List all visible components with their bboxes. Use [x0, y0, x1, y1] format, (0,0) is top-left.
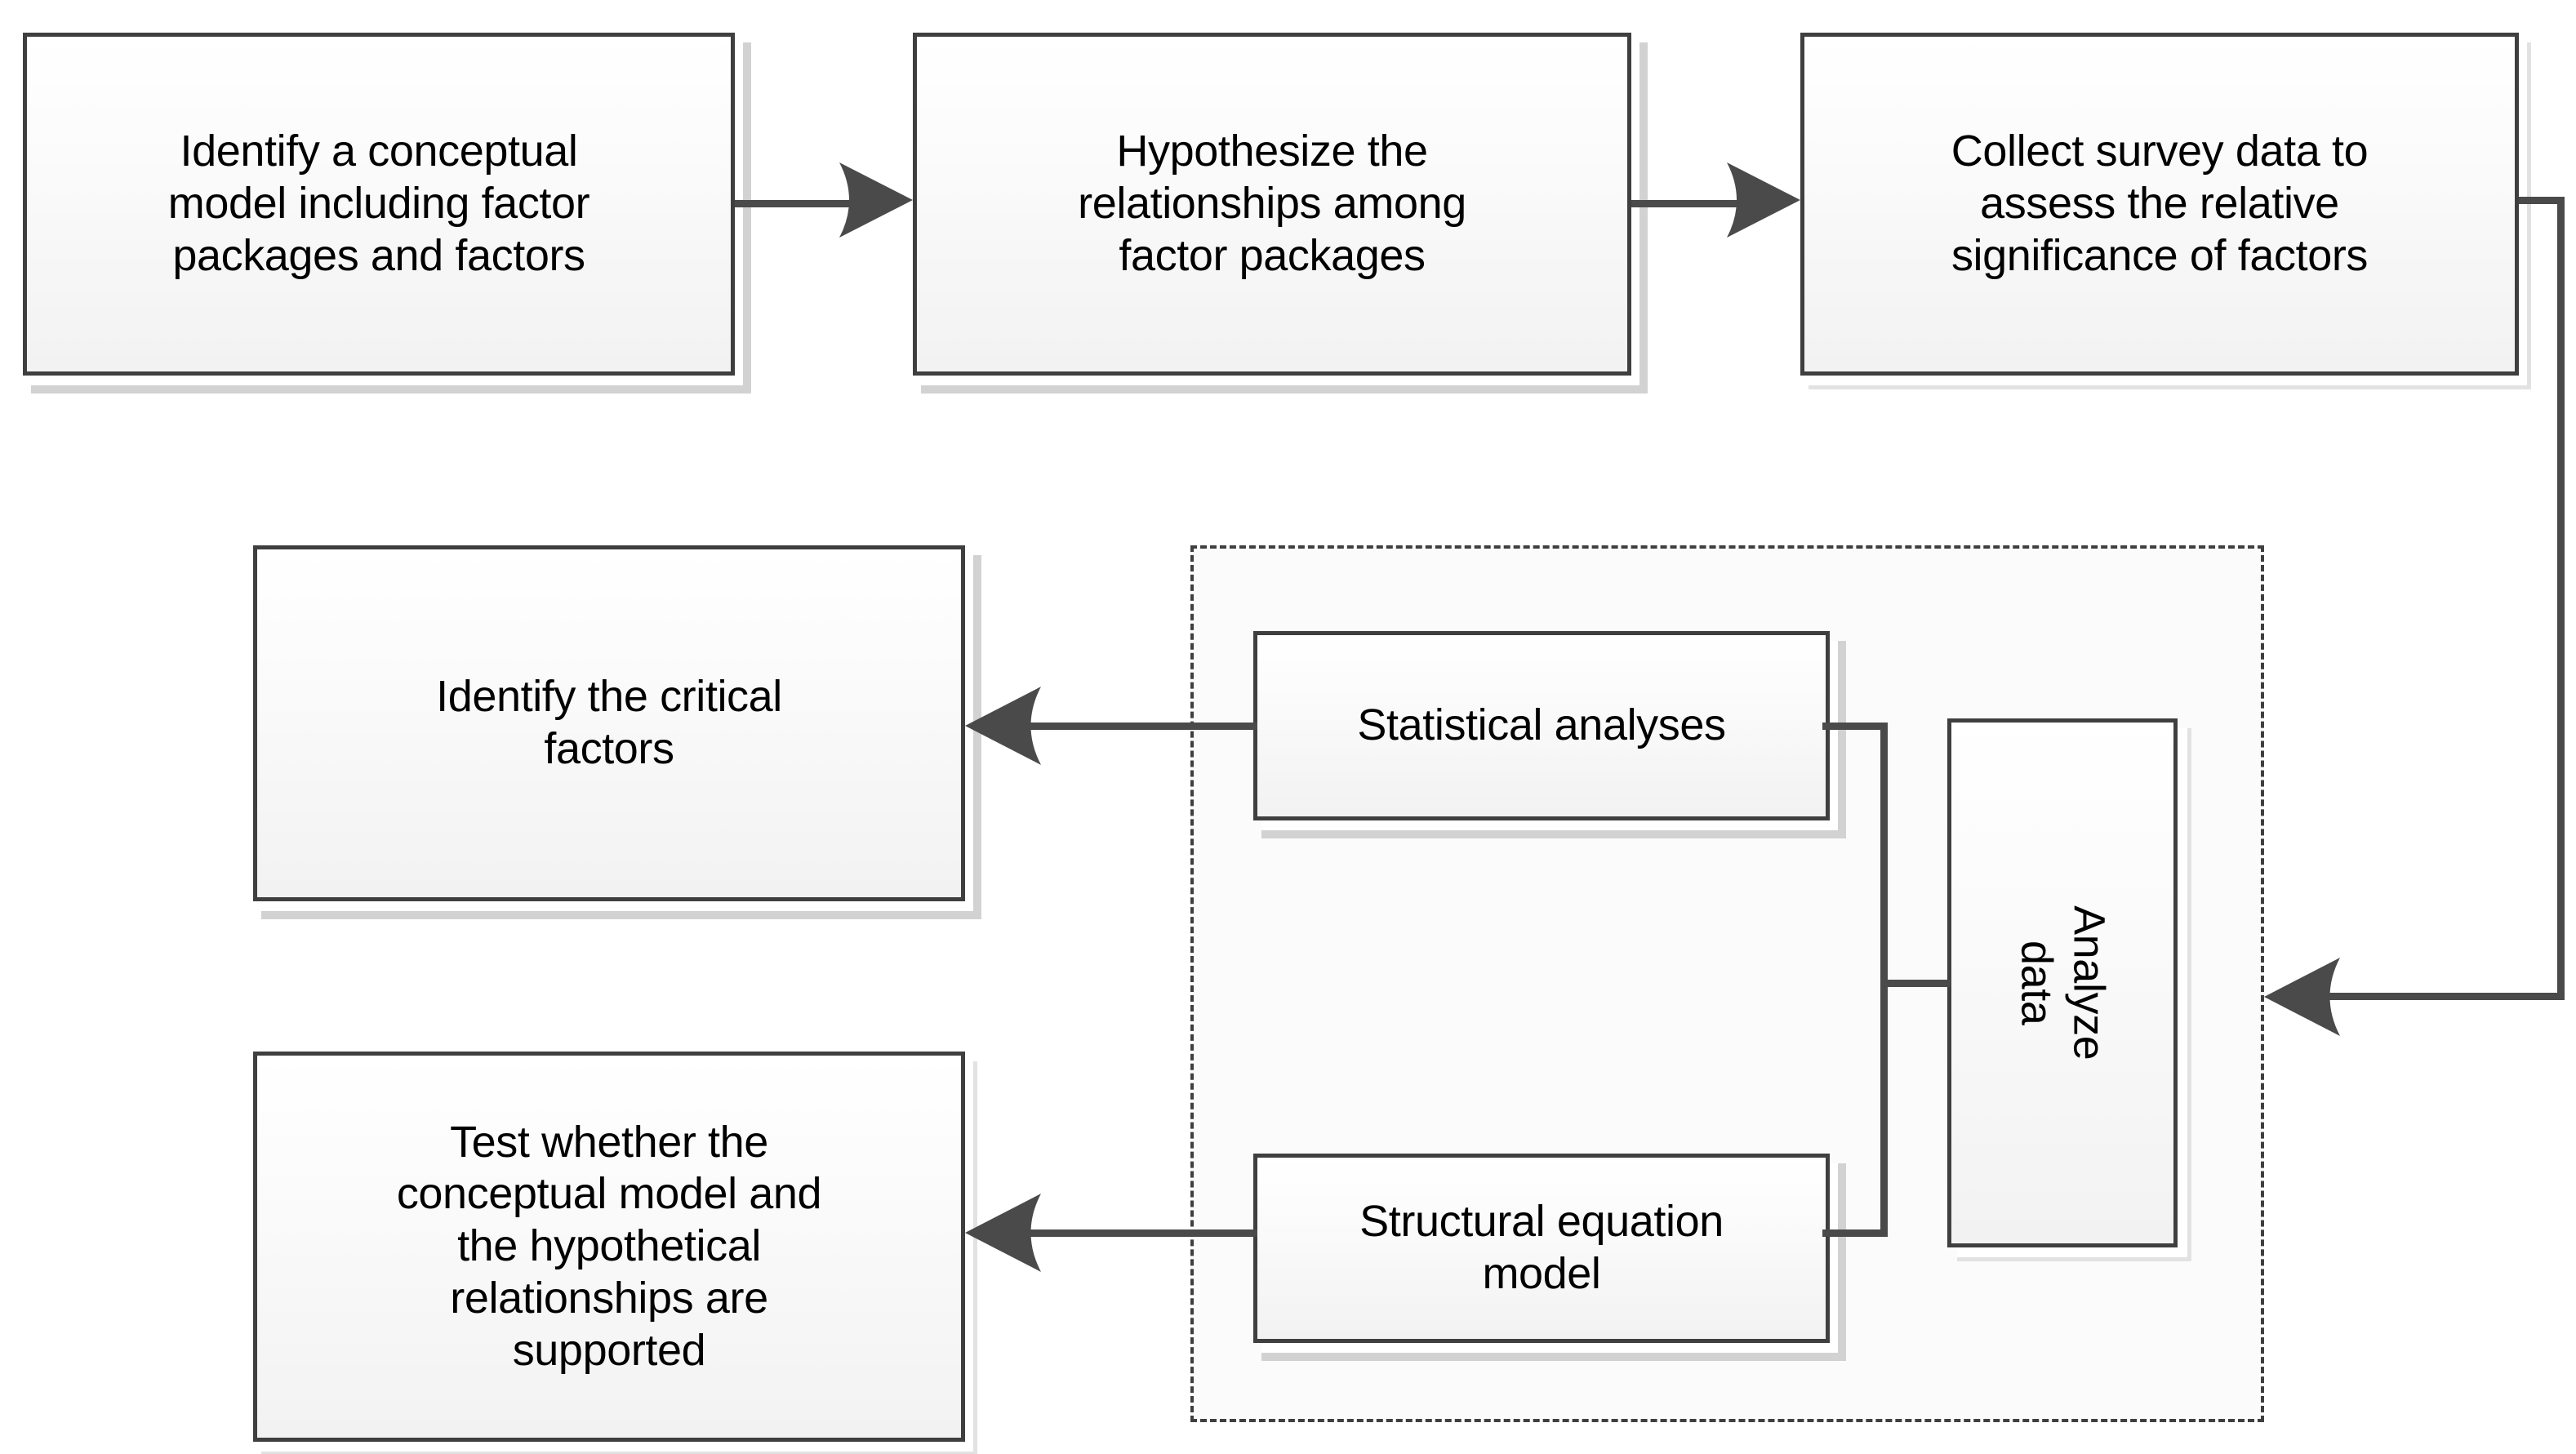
connector-hypothesize-to-collect-line — [1631, 200, 1760, 207]
node-analyze-data[interactable]: Analyze data — [1947, 718, 2178, 1247]
node-hypothesize-relationships[interactable]: Hypothesize the relationships among fact… — [913, 33, 1631, 376]
connector-structural-to-test-line — [1017, 1229, 1257, 1237]
node-label-collect-survey-data: Collect survey data to assess the relati… — [1951, 127, 2369, 280]
connector-analyze-to-bracket-stem — [1880, 980, 1951, 987]
connector-collect-to-analyze-vertical-segment — [2557, 197, 2565, 1000]
node-label-identify-conceptual-model: Identify a conceptual model including fa… — [167, 127, 590, 280]
node-label-hypothesize-relationships: Hypothesize the relationships among fact… — [1078, 127, 1466, 280]
node-structural-equation-model[interactable]: Structural equation model — [1253, 1154, 1830, 1343]
connector-collect-to-analyze-bottom-segment — [2323, 993, 2561, 1000]
node-label-analyze-data: Analyze data — [2013, 905, 2114, 1060]
node-label-statistical-analyses: Statistical analyses — [1357, 700, 1726, 750]
node-statistical-analyses[interactable]: Statistical analyses — [1253, 631, 1830, 820]
connector-bracket-spine — [1880, 723, 1888, 1237]
node-identify-conceptual-model[interactable]: Identify a conceptual model including fa… — [23, 33, 735, 376]
node-identify-critical-factors[interactable]: Identify the critical factors — [253, 545, 965, 901]
connector-bracket-to-statistical-analyses — [1822, 723, 1884, 730]
connector-collect-to-analyze-top-segment — [2519, 197, 2565, 204]
node-collect-survey-data[interactable]: Collect survey data to assess the relati… — [1800, 33, 2519, 376]
connector-statistical-to-identify-line — [1017, 723, 1257, 730]
node-test-conceptual-model[interactable]: Test whether the conceptual model and th… — [253, 1052, 965, 1442]
connector-bracket-to-structural-equation-model — [1822, 1229, 1884, 1237]
connector-identify-to-hypothesize-line — [735, 200, 870, 207]
node-label-identify-critical-factors: Identify the critical factors — [436, 672, 782, 773]
node-label-test-conceptual-model: Test whether the conceptual model and th… — [396, 1117, 822, 1375]
node-label-structural-equation-model: Structural equation model — [1359, 1197, 1724, 1298]
